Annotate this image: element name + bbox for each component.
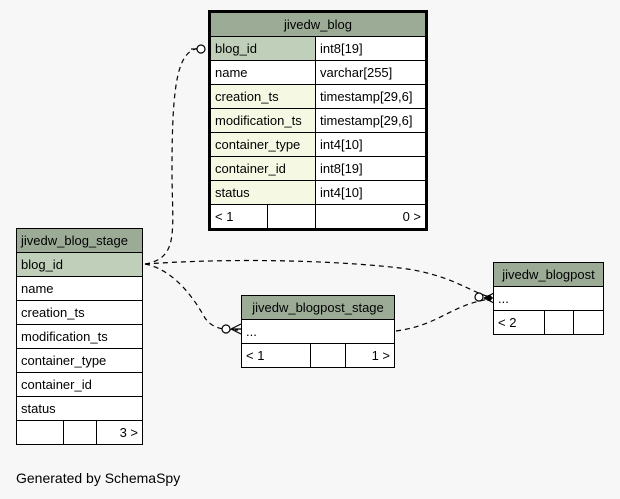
parents-count: < 1: [210, 204, 268, 229]
edge-blogpost-dot: [486, 295, 492, 301]
parents-count: < 1: [241, 343, 311, 368]
table-title: jivedw_blog_stage: [16, 228, 143, 253]
column-type: int4[10]: [315, 132, 426, 157]
footer-blank: [266, 204, 317, 229]
edge-stage-to-blogpost: [144, 259, 491, 298]
column-type: int8[19]: [315, 36, 426, 61]
table-footer-row: < 2: [493, 310, 604, 335]
table-jivedw_blogpost: jivedw_blogpost ... < 2: [493, 262, 604, 335]
table-footer-row: < 1 1 >: [241, 343, 395, 368]
table-title: jivedw_blogpost: [493, 262, 604, 287]
table-jivedw_blogpost_stage: jivedw_blogpost_stage ... < 1 1 >: [241, 295, 395, 368]
column-type: timestamp[29,6]: [315, 84, 426, 109]
column-name: blog_id: [16, 252, 143, 277]
column-type: timestamp[29,6]: [315, 108, 426, 133]
column-name: modification_ts: [16, 324, 143, 349]
column-name: container_type: [16, 348, 143, 373]
edge-stage-to-blogpost-stage-circle: [221, 324, 231, 334]
table-row: container_id int8[19]: [210, 156, 426, 181]
edge-stage-to-blog: [144, 47, 201, 265]
edge-blogpost-circle: [474, 292, 484, 302]
column-type: varchar[255]: [315, 60, 426, 85]
column-name: modification_ts: [210, 108, 316, 133]
column-type: int8[19]: [315, 156, 426, 181]
footer-blank: [16, 420, 64, 445]
column-type: int4[10]: [315, 180, 426, 205]
table-row: container_type int4[10]: [210, 132, 426, 157]
table-title: jivedw_blogpost_stage: [241, 295, 395, 320]
table-row: name varchar[255]: [210, 60, 426, 85]
table-jivedw_blog: jivedw_blog blog_id int8[19] name varcha…: [208, 10, 428, 231]
column-name: container_id: [16, 372, 143, 397]
table-row: blog_id int8[19]: [210, 36, 426, 61]
edge-stage-to-blog-circle: [196, 44, 206, 54]
table-title: jivedw_blog: [210, 12, 426, 37]
table-jivedw_blog_stage: jivedw_blog_stage blog_id name creation_…: [16, 228, 143, 445]
column-name: status: [210, 180, 316, 205]
column-name: name: [210, 60, 316, 85]
footer-blank: [63, 420, 97, 445]
column-name: container_type: [210, 132, 316, 157]
column-name: creation_ts: [16, 300, 143, 325]
table-footer-row: 3 >: [16, 420, 143, 445]
table-row: creation_ts timestamp[29,6]: [210, 84, 426, 109]
table-footer-row: < 1 0 >: [210, 204, 426, 229]
column-name: ...: [241, 319, 395, 344]
column-name: container_id: [210, 156, 316, 181]
generated-by-footer: Generated by SchemaSpy: [16, 470, 181, 486]
children-count: 1 >: [345, 343, 395, 368]
column-name: creation_ts: [210, 84, 316, 109]
column-name: name: [16, 276, 143, 301]
column-name: ...: [493, 286, 604, 311]
footer-blank: [310, 343, 346, 368]
parents-count: < 2: [493, 310, 545, 335]
edge-stage-to-blogpost-stage: [144, 263, 239, 331]
children-count: 0 >: [315, 204, 426, 229]
table-row: modification_ts timestamp[29,6]: [210, 108, 426, 133]
column-name: status: [16, 396, 143, 421]
edge-stage-to-blogpost-stage-crow: [230, 323, 242, 335]
edge-blogpost-stage-to-blogpost: [395, 298, 491, 332]
footer-blank: [544, 310, 574, 335]
children-count: 3 >: [96, 420, 143, 445]
table-row: status int4[10]: [210, 180, 426, 205]
footer-blank: [573, 310, 604, 335]
column-name: blog_id: [210, 36, 316, 61]
